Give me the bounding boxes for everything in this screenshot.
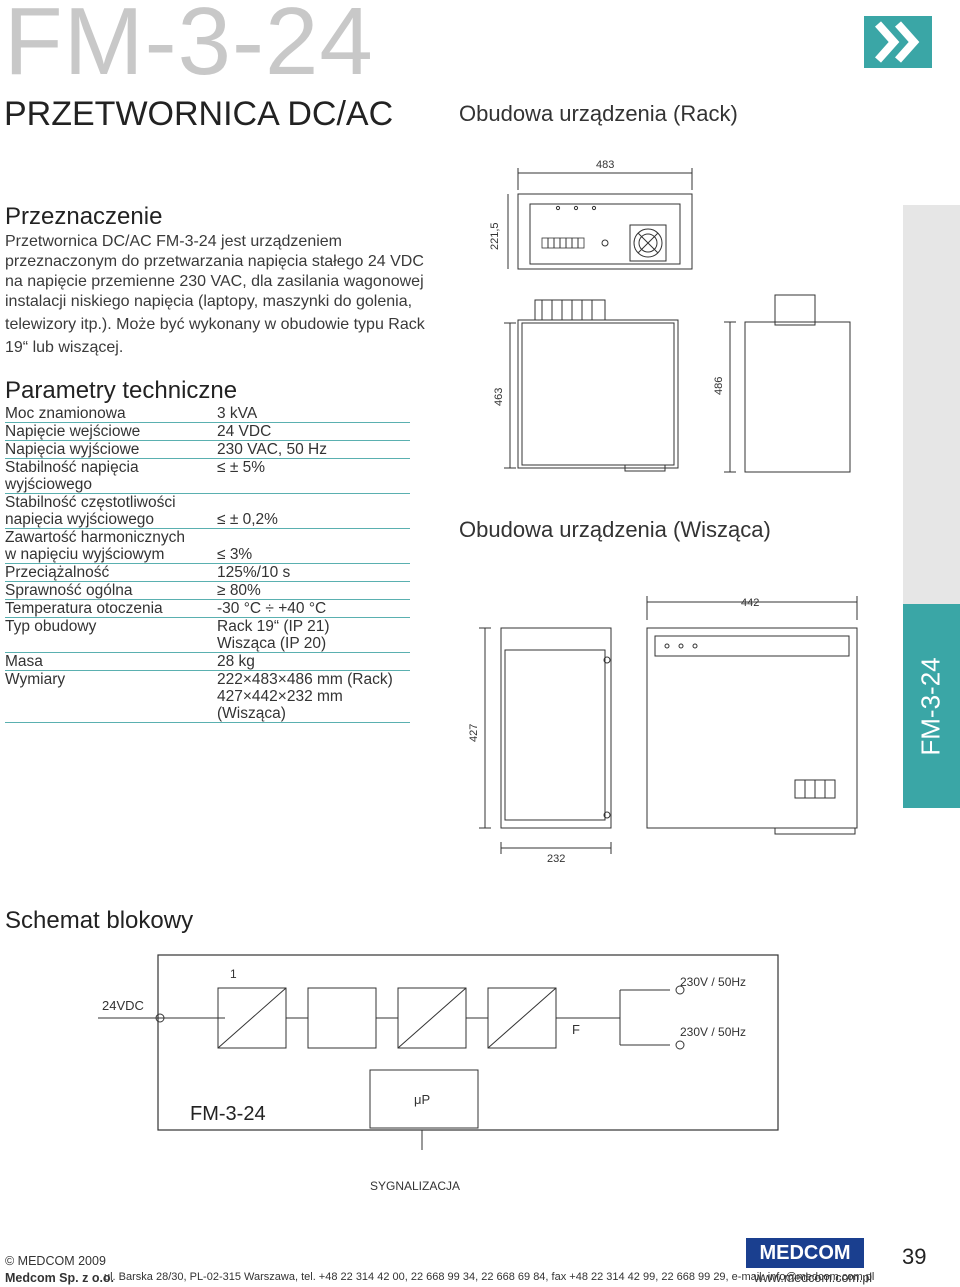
output-2-label: 230V / 50Hz — [680, 1025, 746, 1039]
wall-enclosure-title: Obudowa urządzenia (Wisząca) — [459, 517, 771, 542]
wall-width-dim: 442 — [741, 597, 759, 609]
side-tab-label: FM-3-24 — [916, 656, 946, 756]
block-diagram: 24VDC 1 F 230V / 50Hz 230V / 50Hz μP FM-… — [98, 954, 779, 1193]
rack-enclosure-drawing: 483 221,5 463 — [489, 159, 693, 472]
purpose-line: instalacji niskiego napięcia (laptopy, m… — [5, 293, 413, 310]
rack-enclosure-title: Obudowa urządzenia (Rack) — [459, 101, 738, 126]
wall-depth-dim: 232 — [547, 853, 565, 865]
double-chevron-right-icon — [864, 16, 932, 68]
diagram-device-name: FM-3-24 — [190, 1103, 266, 1125]
footer-company: Medcom Sp. z o.o. — [5, 1271, 115, 1285]
rack-height-dim: 221,5 — [489, 222, 501, 250]
schema-heading: Schemat blokowy — [5, 907, 194, 934]
product-subtitle: PRZETWORNICA DC/AC — [4, 95, 394, 133]
param-row: Zawartość harmonicznych — [5, 529, 186, 546]
param-row: Wisząca (IP 20) — [5, 635, 410, 653]
purpose-line: przeznaczonym do przetwarzania napięcia … — [5, 253, 424, 270]
wall-enclosure-drawing: 442 427 232 — [468, 596, 858, 865]
purpose-line: na napięcie przemienne 230 VAC, dla zasi… — [5, 273, 424, 290]
medcom-logo: MEDCOM — [746, 1238, 864, 1268]
diagram-input-label: 24VDC — [102, 998, 144, 1013]
purpose-line: Przetwornica DC/AC FM-3-24 jest urządzen… — [5, 233, 342, 250]
wall-height-dim: 427 — [468, 724, 480, 742]
rack-depth-dim: 463 — [493, 388, 505, 406]
param-row: Temperatura otoczenia-30 °C ÷ +40 °C — [5, 600, 410, 618]
purpose-line: 19“ lub wiszącej. — [5, 339, 124, 356]
rack-width-dim: 483 — [596, 159, 614, 171]
output-1-label: 230V / 50Hz — [680, 975, 746, 989]
side-tab-active[interactable] — [903, 604, 960, 808]
microprocessor-label: μP — [414, 1092, 430, 1107]
param-row: w napięciu wyjściowym≤ 3% — [5, 546, 410, 564]
signal-label: SYGNALIZACJA — [370, 1179, 460, 1193]
footer-address: ul. Barska 28/30, PL-02-315 Warszawa, te… — [104, 1271, 875, 1283]
rack-depth2-dim: 486 — [713, 377, 725, 395]
param-row: Stabilność częstotliwości — [5, 494, 176, 511]
param-row: Sprawność ogólna≥ 80% — [5, 582, 410, 600]
param-row: 427×442×232 mm (Wisząca) — [5, 688, 410, 723]
footer-website-link[interactable]: www.medcom.com.pl — [754, 1271, 873, 1285]
param-row: napięcia wyjściowego≤ ± 0,2% — [5, 511, 410, 529]
purpose-line: telewizory itp.). Może być wykonany w ob… — [5, 316, 425, 333]
params-heading: Parametry techniczne — [5, 377, 238, 404]
purpose-text: Przetwornica DC/AC FM-3-24 jest urządzen… — [5, 232, 425, 358]
param-row: Stabilność napięcia wyjściowego≤ ± 5% — [5, 459, 410, 494]
footer-copyright: © MEDCOM 2009 — [5, 1254, 106, 1268]
rack-side-drawing: 486 — [713, 294, 851, 473]
block-1-label: 1 — [230, 967, 237, 981]
model-title: FM-3-24 — [4, 0, 374, 95]
purpose-heading: Przeznaczenie — [5, 203, 163, 230]
filter-label: F — [572, 1022, 580, 1037]
page-number: 39 — [902, 1244, 927, 1269]
